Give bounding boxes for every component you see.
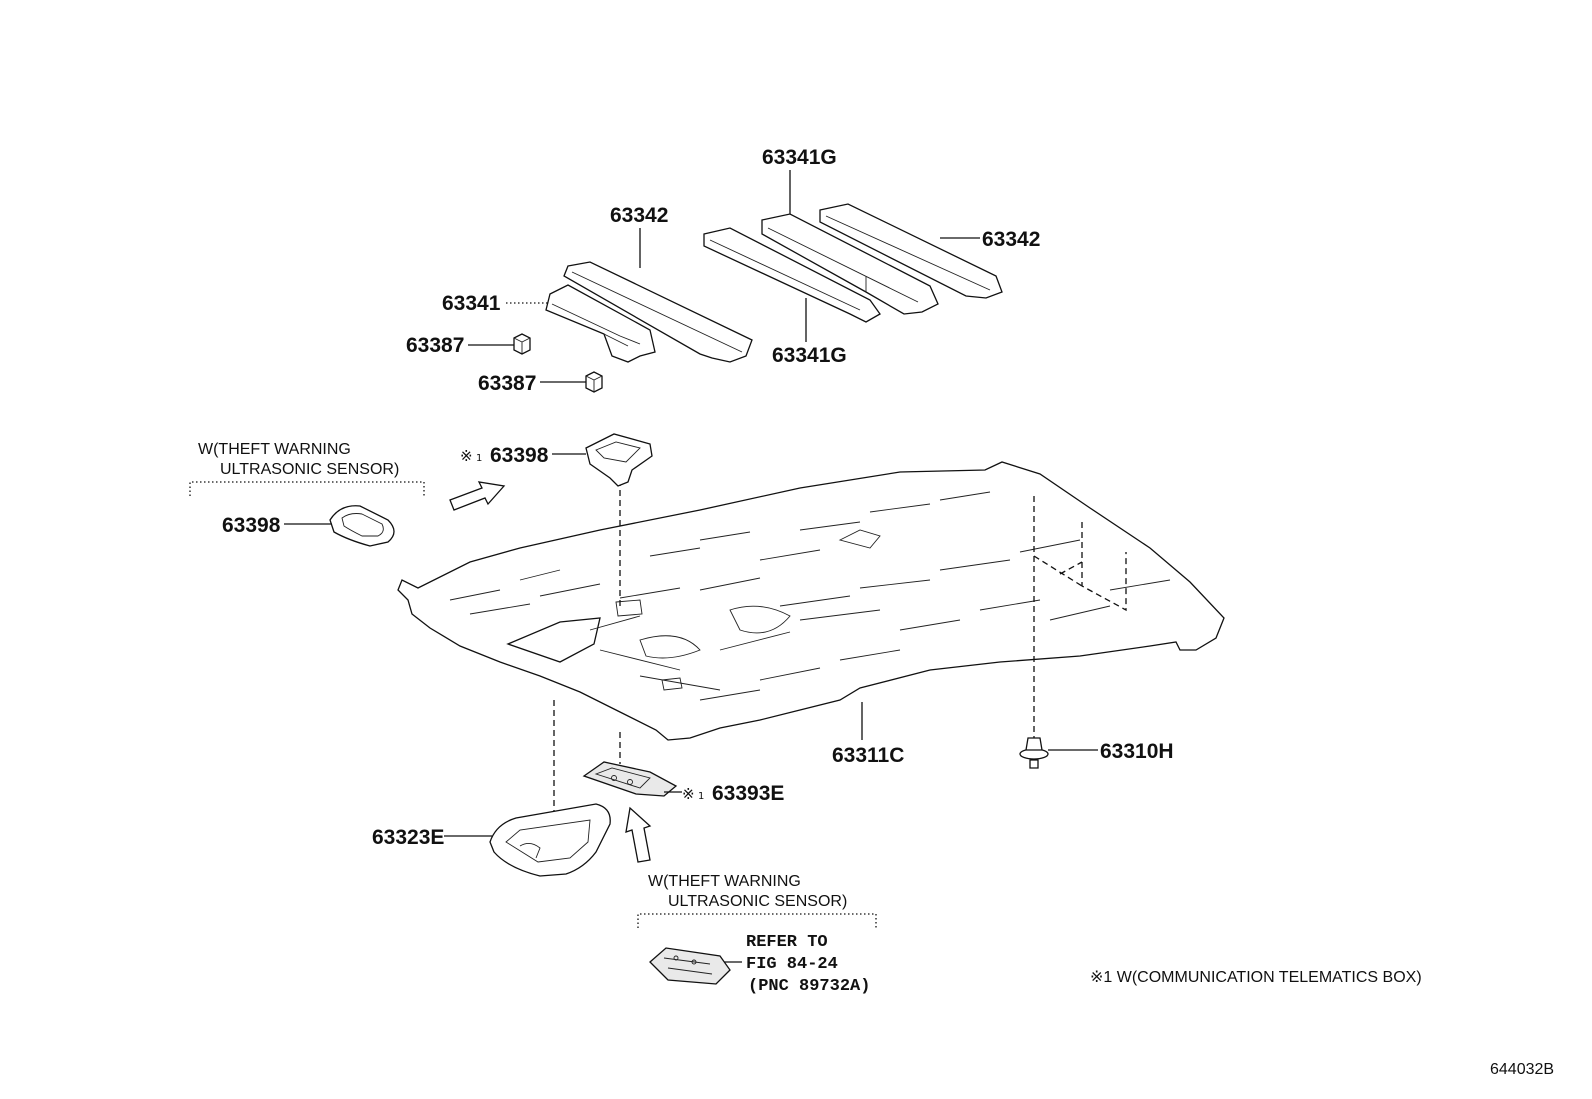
bracket-theft-bottom [637,913,877,928]
clip-63310h [1019,737,1049,769]
label-63398-left: 63398 [222,514,281,537]
pad-63341g-bottom [703,227,881,323]
label-63311c: 63311C [832,744,904,767]
label-63341: 63341 [442,292,501,315]
label-63342-right: 63342 [982,228,1040,251]
headliner-63311c [397,461,1225,741]
label-63398-mark: 63398 [490,444,549,467]
label-63387-b: 63387 [478,372,536,395]
mark-symbol-63398: ※ [460,447,473,465]
lamp-cover-63323e [489,803,611,877]
label-63341g-bottom: 63341G [772,344,847,367]
pad-63341 [545,284,656,363]
assembly-line-rear-2 [1033,555,1083,587]
label-63393e: 63393E [712,782,784,805]
footnote-telematics: ※1 W(COMMUNICATION TELEMATICS BOX) [1090,969,1422,986]
pad-63341g-top [761,213,939,315]
module-63393e [582,761,678,797]
label-63387-a: 63387 [406,334,464,357]
arrow-up-icon [625,806,652,863]
label-63323e: 63323E [372,826,444,849]
note-theft-bottom-line2: ULTRASONIC SENSOR) [668,893,847,910]
note-theft-bottom-line1: W(THEFT WARNING [648,873,801,890]
arrow-right-icon [449,481,506,511]
assembly-line-rear [1081,522,1127,612]
clip-63387-a [513,333,531,355]
note-theft-top-line2: ULTRASONIC SENSOR) [220,461,399,478]
diagram-id: 644032B [1490,1061,1554,1078]
bracket-theft-top [189,481,425,496]
sensor-bracket-63398 [585,433,653,487]
refer-line2: FIG 84-24 [746,955,838,974]
label-63342-left: 63342 [610,204,668,227]
mark-symbol-63393e: ※ [682,785,695,803]
sensor-cover-63398 [329,505,395,547]
mark-index-63398: 1 [476,453,482,464]
clip-63387-b [585,371,603,393]
label-63310h: 63310H [1100,740,1174,763]
pad-63342-right [819,203,1003,299]
refer-line3: (PNC 89732A) [748,977,870,996]
refer-sensor-module [649,947,731,985]
pad-63342-left [563,261,753,363]
label-63341g-top: 63341G [762,146,837,169]
note-theft-top-line1: W(THEFT WARNING [198,441,351,458]
mark-index-63393e: 1 [698,791,704,802]
refer-line1: REFER TO [746,933,828,952]
